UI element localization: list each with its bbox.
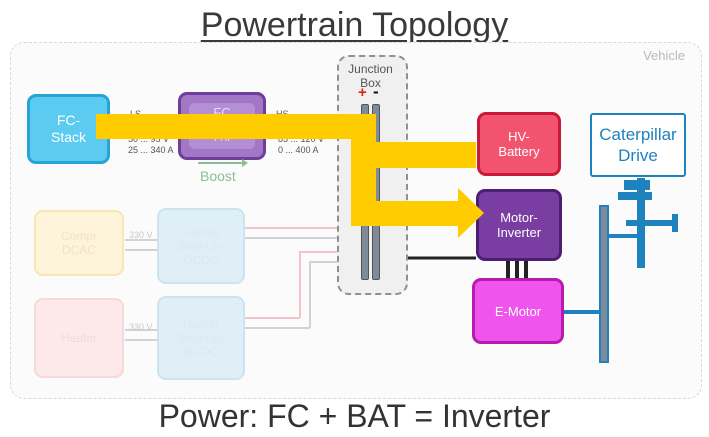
caterpillar-drive-icon xyxy=(599,178,678,363)
heater-dcdc-line2: Step-Up- xyxy=(176,331,226,345)
fc-stack-label-line2: Stack xyxy=(50,129,86,145)
caterpillar-drive-line2: Drive xyxy=(618,146,658,165)
diagram-caption: Power: FC + BAT = Inverter xyxy=(158,398,551,434)
boost-label: Boost xyxy=(200,168,236,184)
inverter-arrowhead-icon xyxy=(458,188,484,238)
fc-power-flow-arrow xyxy=(96,114,352,139)
compr-dcdc-line1: Compr xyxy=(182,225,219,239)
heater-dcdc-line3: DCDC xyxy=(183,345,219,359)
minus-terminal-icon: - xyxy=(373,82,379,101)
motor-inverter-line1: Motor- xyxy=(500,210,538,225)
hs-voltage: 85 ... 120 V xyxy=(278,134,325,144)
compr-dcac-line2: DCAC xyxy=(61,243,96,257)
compr-dcac-block: Compr DCAC xyxy=(34,210,124,276)
heater-label: Heater xyxy=(60,331,98,345)
caterpillar-drive-line1: Caterpillar xyxy=(599,125,677,144)
compr-voltage: 330 V xyxy=(129,230,153,240)
hv-battery-line2: Battery xyxy=(498,144,540,159)
compr-dcdc-line2: Step-Up- xyxy=(176,239,226,253)
heater-voltage: 330 V xyxy=(129,322,153,332)
hv-battery-line1: HV- xyxy=(508,129,530,144)
compr-dcdc-block: Compr Step-Up- DCDC xyxy=(157,208,245,284)
e-motor-label: E-Motor xyxy=(494,303,542,319)
diagram-title: Powertrain Topology xyxy=(200,6,509,44)
compr-dcdc-line3: DCDC xyxy=(183,253,219,267)
heater-block: Heater xyxy=(34,298,124,378)
e-motor-block: E-Motor xyxy=(472,278,564,344)
phase-link-3 xyxy=(524,261,528,278)
heater-dcdc-line1: Heater xyxy=(182,317,220,331)
inverter-power-flow xyxy=(351,201,459,226)
heater-dcdc-block: Heater Step-Up- DCDC xyxy=(157,296,245,380)
plus-terminal-icon: + xyxy=(358,84,367,101)
vehicle-label: Vehicle xyxy=(643,48,685,63)
battery-power-flow xyxy=(351,142,476,168)
boost-arrow-icon xyxy=(198,159,248,167)
junction-box-label-line2: Box xyxy=(360,76,381,90)
junction-box-label-line1: Junction xyxy=(348,62,393,76)
junction-box-label: Junction Box xyxy=(337,62,404,90)
hv-battery-block: HV- Battery xyxy=(477,112,561,176)
heater-dcdc-inner xyxy=(165,304,237,372)
compr-dcac-line1: Compr xyxy=(60,229,97,243)
motor-inverter-line2: Inverter xyxy=(496,225,542,240)
ls-current: 25 ... 340 A xyxy=(128,145,174,155)
fc-stack-label-line1: FC- xyxy=(56,112,81,128)
motor-inverter-block: Motor- Inverter xyxy=(476,189,562,261)
hs-current: 0 ... 400 A xyxy=(278,145,319,155)
phase-link-2 xyxy=(515,261,519,278)
compr-dcdc-inner xyxy=(165,216,237,276)
phase-link-1 xyxy=(506,261,510,278)
caterpillar-drive-box: Caterpillar Drive xyxy=(590,113,686,177)
ls-voltage: 50 ... 95 V xyxy=(128,134,170,144)
